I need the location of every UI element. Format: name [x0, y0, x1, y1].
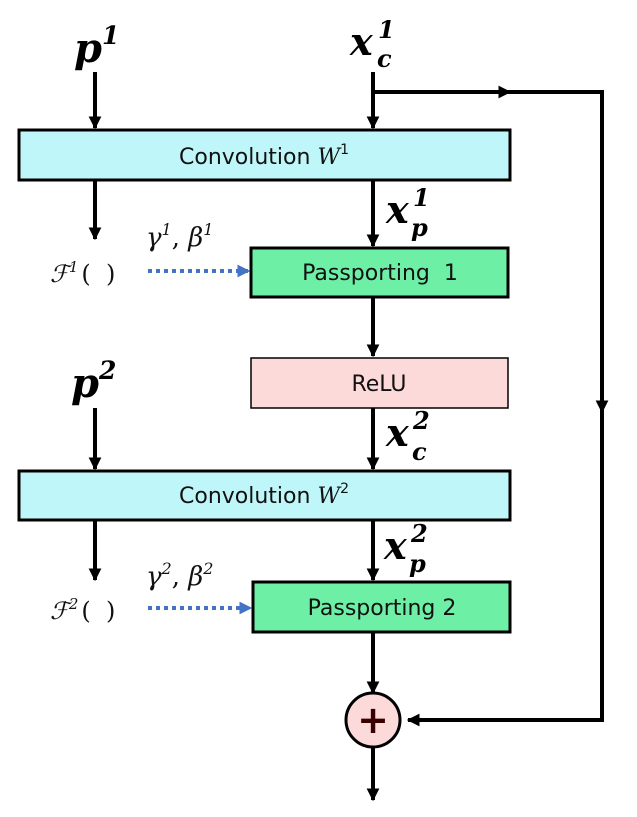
passport2-block: Passporting 2	[251, 580, 512, 634]
p2-label: p2	[71, 356, 116, 407]
passport1-box	[249, 246, 510, 299]
f2-label: ℱ2( )	[50, 595, 115, 625]
passport1-label: Passporting 1	[302, 261, 458, 286]
passport1-block: Passporting 1	[249, 246, 510, 299]
conv1-label: Convolution W1	[179, 142, 349, 170]
f1-label: ℱ1( )	[50, 258, 115, 288]
relu-label: ReLU	[351, 372, 406, 397]
relu-box	[250, 357, 509, 409]
gamma1-beta1-label: γ1, β1	[146, 220, 213, 253]
conv2-box	[17, 469, 512, 522]
conv2-block: Convolution W2	[17, 469, 512, 522]
relu-block: ReLU	[250, 357, 509, 409]
conv2-label: Convolution W2	[179, 481, 349, 509]
p1-label: p1	[74, 21, 119, 72]
add-circle	[344, 691, 402, 749]
passport2-label: Passporting 2	[308, 596, 457, 621]
passport2-box	[251, 580, 512, 634]
gamma2-beta2-label: γ2, β2	[146, 559, 213, 592]
connection-lines	[88, 72, 609, 802]
add-symbol: +	[357, 698, 389, 742]
conv1-box	[17, 128, 512, 182]
conv1-block: Convolution W1	[17, 128, 512, 182]
add-node: +	[344, 691, 402, 749]
